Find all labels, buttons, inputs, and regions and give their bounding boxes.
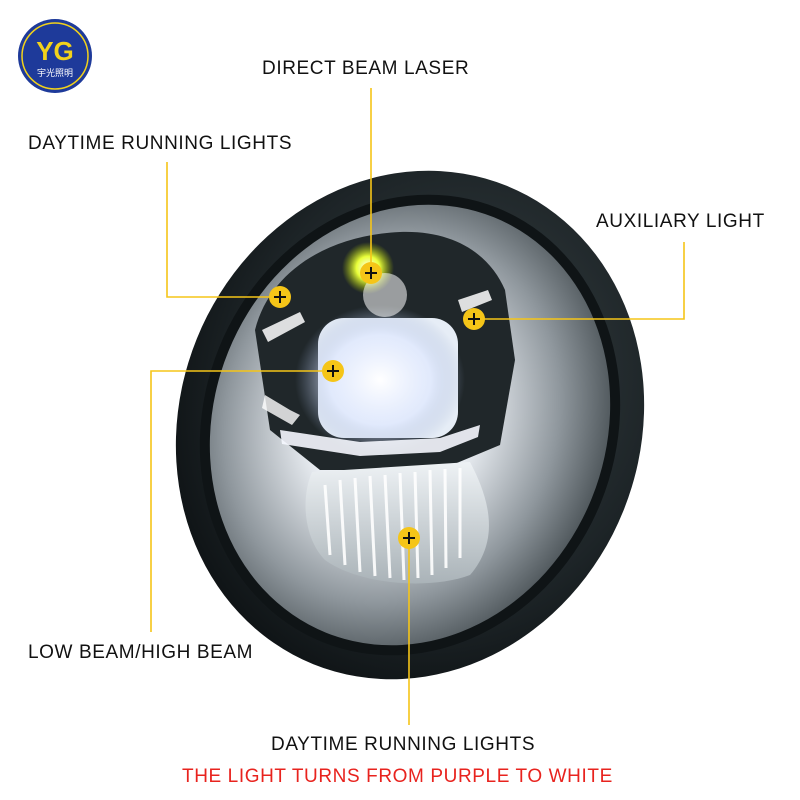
lower-reflector	[305, 462, 489, 584]
brand-logo: YG 宇光照明	[17, 18, 93, 94]
label-auxiliary-light: AUXILIARY LIGHT	[596, 211, 765, 232]
logo-mark: YG	[36, 36, 74, 66]
marker-direct-beam	[360, 262, 382, 284]
reflector-pattern	[323, 468, 462, 581]
logo-badge-icon: YG	[18, 19, 92, 93]
logo-subtitle: 宇光照明	[36, 69, 73, 79]
marker-drl-top	[269, 286, 291, 308]
label-low-high-beam: LOW BEAM/HIGH BEAM	[28, 642, 254, 663]
leader-lines	[150, 88, 685, 725]
label-direct-beam-laser: DIRECT BEAM LASER	[262, 58, 470, 79]
label-daytime-running-lights-top: DAYTIME RUNNING LIGHTS	[28, 133, 293, 154]
label-daytime-running-lights-bottom: DAYTIME RUNNING LIGHTS	[271, 734, 536, 755]
marker-auxiliary	[463, 308, 485, 330]
projector-glow	[295, 305, 465, 455]
marker-low-high-beam	[322, 360, 344, 382]
color-change-note: THE LIGHT TURNS FROM PURPLE TO WHITE	[182, 766, 613, 787]
marker-drl-bottom	[398, 527, 420, 549]
